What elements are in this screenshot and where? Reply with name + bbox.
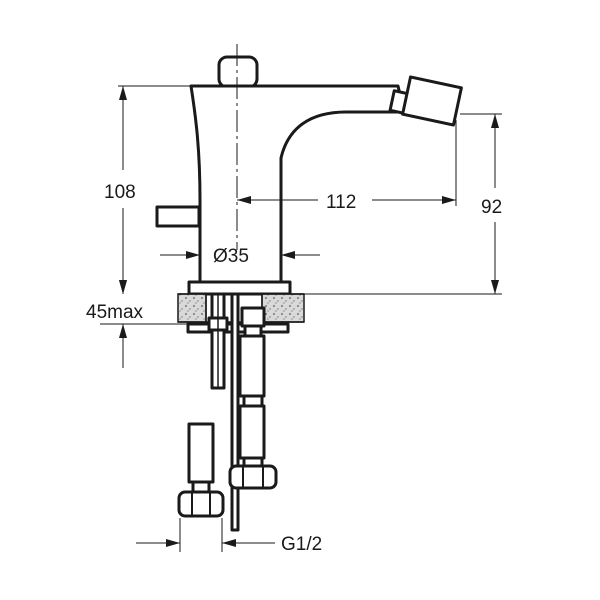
spout-nozzle bbox=[401, 75, 463, 127]
hose-nut-left bbox=[177, 490, 225, 518]
dim-label-92: 92 bbox=[481, 197, 502, 218]
flexible-hose-right bbox=[228, 306, 278, 490]
base-plate bbox=[187, 280, 292, 296]
dim-label-108: 108 bbox=[104, 182, 136, 203]
fixing-stud bbox=[207, 292, 229, 390]
dim-spout-height: 92 bbox=[300, 113, 502, 295]
deck-hatch-left bbox=[177, 293, 207, 323]
popup-knob bbox=[217, 55, 259, 89]
deck-hatch-right bbox=[261, 293, 305, 323]
flexible-hose-left bbox=[177, 422, 225, 518]
dim-label-g12: G1/2 bbox=[281, 534, 322, 555]
mixer-body bbox=[189, 84, 406, 284]
popup-rod bbox=[230, 292, 240, 532]
dim-base-diameter: Ø35 bbox=[160, 246, 320, 267]
hose-nut-right bbox=[228, 464, 278, 490]
dim-label-d35: Ø35 bbox=[213, 246, 249, 267]
dim-label-45max: 45max bbox=[86, 302, 144, 323]
dim-height-total: 108 bbox=[104, 85, 200, 294]
faucet-body bbox=[155, 55, 463, 296]
dim-spout-reach: 112 bbox=[237, 120, 457, 213]
dim-deck-thickness: 45max bbox=[86, 270, 188, 368]
dim-connection-thread: G1/2 bbox=[136, 518, 322, 555]
dim-label-112: 112 bbox=[326, 192, 356, 213]
popup-lever bbox=[155, 205, 201, 228]
